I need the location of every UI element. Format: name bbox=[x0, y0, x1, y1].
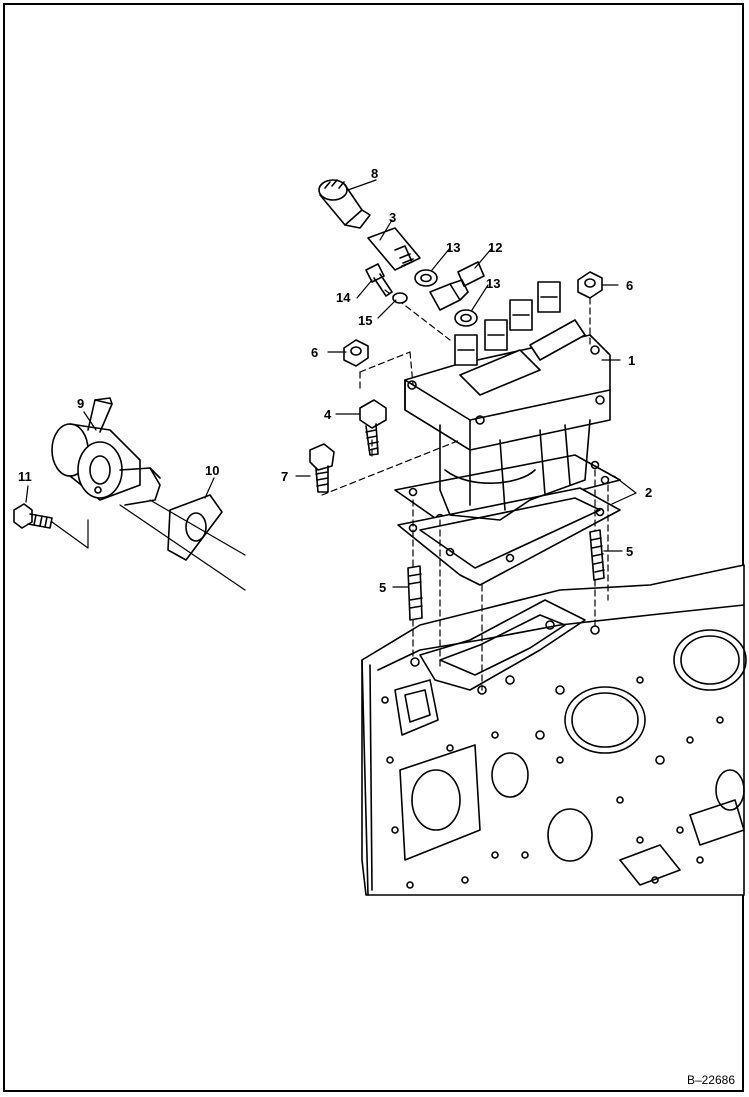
feed-pump-bolt bbox=[13, 503, 53, 529]
callout-6-left: 6 bbox=[311, 345, 318, 360]
gasket-lower bbox=[397, 487, 621, 586]
stud-bolt-left bbox=[407, 565, 423, 621]
sealing-washer-lower bbox=[454, 309, 478, 327]
stud-bolt-right bbox=[589, 529, 605, 581]
callout-2: 2 bbox=[645, 485, 652, 500]
callout-5-right: 5 bbox=[626, 544, 633, 559]
callout-10: 10 bbox=[205, 463, 219, 478]
callout-3: 3 bbox=[389, 210, 396, 225]
sealing-washer-upper bbox=[414, 269, 438, 287]
figure-id: B–22686 bbox=[686, 1073, 735, 1087]
small-bolt bbox=[365, 263, 393, 297]
callout-15: 15 bbox=[358, 313, 372, 328]
callout-4: 4 bbox=[324, 407, 332, 422]
hex-bolt bbox=[359, 399, 387, 456]
callout-5-left: 5 bbox=[379, 580, 386, 595]
diagram-frame bbox=[3, 3, 744, 1092]
feed-pump-alignment bbox=[51, 499, 246, 591]
engine-block bbox=[361, 564, 747, 896]
hollow-fitting bbox=[429, 261, 485, 311]
callout-13-lower: 13 bbox=[486, 276, 500, 291]
leader-lines bbox=[25, 179, 637, 588]
callout-6-right: 6 bbox=[626, 278, 633, 293]
flange-nut-left bbox=[343, 339, 369, 367]
callout-11: 11 bbox=[18, 469, 32, 484]
small-washer bbox=[392, 292, 408, 304]
flange-nut-right bbox=[577, 271, 603, 299]
callout-8: 8 bbox=[371, 166, 378, 181]
callout-13-upper: 13 bbox=[446, 240, 460, 255]
banjo-bolt bbox=[318, 179, 371, 229]
feed-pump bbox=[51, 397, 161, 506]
callout-14: 14 bbox=[336, 290, 351, 305]
callout-1: 1 bbox=[628, 353, 635, 368]
valve-body bbox=[367, 227, 421, 271]
callout-labels: 8 3 13 12 13 14 15 6 6 1 4 7 2 5 5 9 10 … bbox=[18, 166, 652, 595]
callout-7: 7 bbox=[281, 469, 288, 484]
injection-pump bbox=[404, 281, 611, 521]
feed-pump-gasket bbox=[167, 494, 223, 561]
mounting-bolt bbox=[309, 443, 335, 493]
callout-9: 9 bbox=[77, 396, 84, 411]
callout-12: 12 bbox=[488, 240, 502, 255]
